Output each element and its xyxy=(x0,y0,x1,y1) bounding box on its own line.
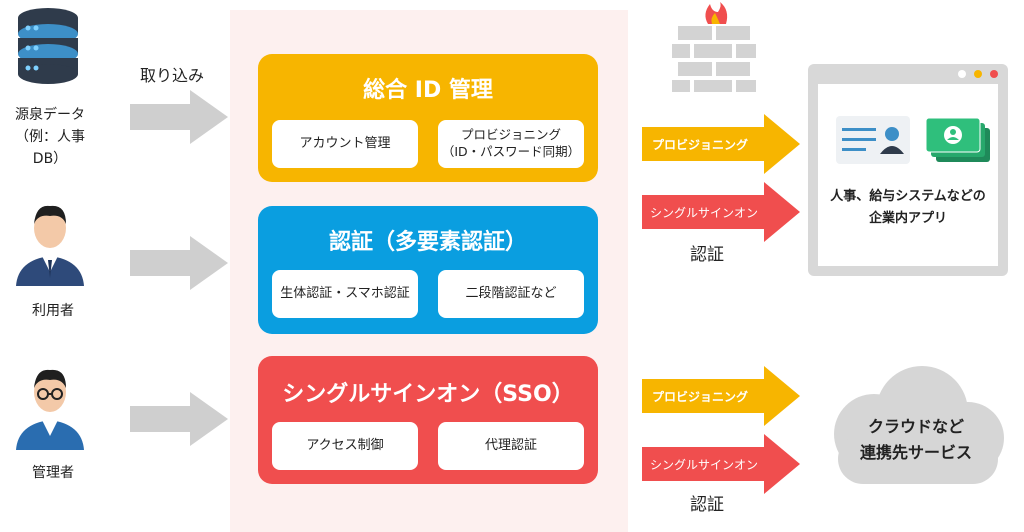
sso-title: シングルサインオン（SSO） xyxy=(282,382,574,407)
cloud-label-line1: クラウドなど xyxy=(867,417,964,436)
admin-icon xyxy=(8,362,92,452)
database-label-line2: （例：人事 DB） xyxy=(15,129,85,167)
import-arrow-database xyxy=(130,90,228,144)
cloud-icon xyxy=(818,364,1014,490)
database-icon xyxy=(8,6,88,92)
database-label: 源泉データ （例：人事 DB） xyxy=(0,104,100,170)
access-control-label: アクセス制御 xyxy=(306,438,384,454)
access-control-chip: アクセス制御 xyxy=(272,422,418,470)
app-content: 人事、給与システムなどの 企業内アプリ xyxy=(818,84,998,266)
auth-box: 認証（多要素認証） 生体認証・スマホ認証 二段階認証など xyxy=(258,206,598,334)
firewall-icon xyxy=(672,2,758,94)
sso-arrow-top xyxy=(642,182,800,242)
account-management-chip: アカウント管理 xyxy=(272,120,418,168)
biometric-auth-label: 生体認証・スマホ認証 xyxy=(280,286,410,302)
biometric-auth-chip: 生体認証・スマホ認証 xyxy=(272,270,418,318)
cloud-label-line2: 連携先サービス xyxy=(859,443,972,462)
money-icon xyxy=(925,117,992,166)
enterprise-app-line1: 人事、給与システムなどの xyxy=(830,189,986,204)
proxy-auth-chip: 代理認証 xyxy=(438,422,584,470)
sso-arrow-bottom-label: シングルサインオン xyxy=(650,457,759,472)
sso-arrow-top-label: シングルサインオン xyxy=(650,205,759,220)
provisioning-chip: プロビジョニング （ID・パスワード同期） xyxy=(438,120,584,168)
user-label: 利用者 xyxy=(32,303,74,319)
import-arrow-admin xyxy=(130,392,228,446)
provisioning-label-line2: （ID・パスワード同期） xyxy=(441,144,581,159)
provisioning-label-line1: プロビジョニング xyxy=(460,127,561,143)
auth-title: 認証（多要素認証） xyxy=(328,230,527,255)
idm-title: 総合 ID 管理 xyxy=(363,78,493,103)
provisioning-arrow-top-label: プロビジョニング xyxy=(652,137,749,152)
auth-label-bottom: 認証 xyxy=(690,495,724,515)
window-dot-yellow xyxy=(974,70,982,78)
provisioning-arrow-bottom xyxy=(642,366,800,426)
auth-label-top: 認証 xyxy=(690,245,724,265)
provisioning-arrow-top xyxy=(642,114,800,174)
enterprise-app-label: 人事、給与システムなどの 企業内アプリ xyxy=(818,186,998,230)
database-label-line1: 源泉データ xyxy=(15,107,85,123)
idm-box: 総合 ID 管理 アカウント管理 プロビジョニング （ID・パスワード同期） xyxy=(258,54,598,182)
account-management-label: アカウント管理 xyxy=(299,136,391,152)
enterprise-app-window: 人事、給与システムなどの 企業内アプリ xyxy=(808,64,1008,276)
user-icon xyxy=(8,198,92,288)
window-dot-white xyxy=(958,70,966,78)
sso-arrow-bottom xyxy=(642,434,800,494)
id-card-icon xyxy=(836,116,910,164)
import-arrow-user xyxy=(130,236,228,290)
enterprise-app-line2: 企業内アプリ xyxy=(868,211,947,226)
sso-box: シングルサインオン（SSO） アクセス制御 代理認証 xyxy=(258,356,598,484)
proxy-auth-label: 代理認証 xyxy=(484,438,537,454)
admin-label: 管理者 xyxy=(32,465,74,481)
import-label: 取り込み xyxy=(140,66,205,85)
provisioning-arrow-bottom-label: プロビジョニング xyxy=(652,389,749,404)
two-step-auth-label: 二段階認証など xyxy=(465,286,557,302)
cloud-label: クラウドなど 連携先サービス xyxy=(818,414,1014,466)
window-dot-red xyxy=(990,70,998,78)
two-step-auth-chip: 二段階認証など xyxy=(438,270,584,318)
